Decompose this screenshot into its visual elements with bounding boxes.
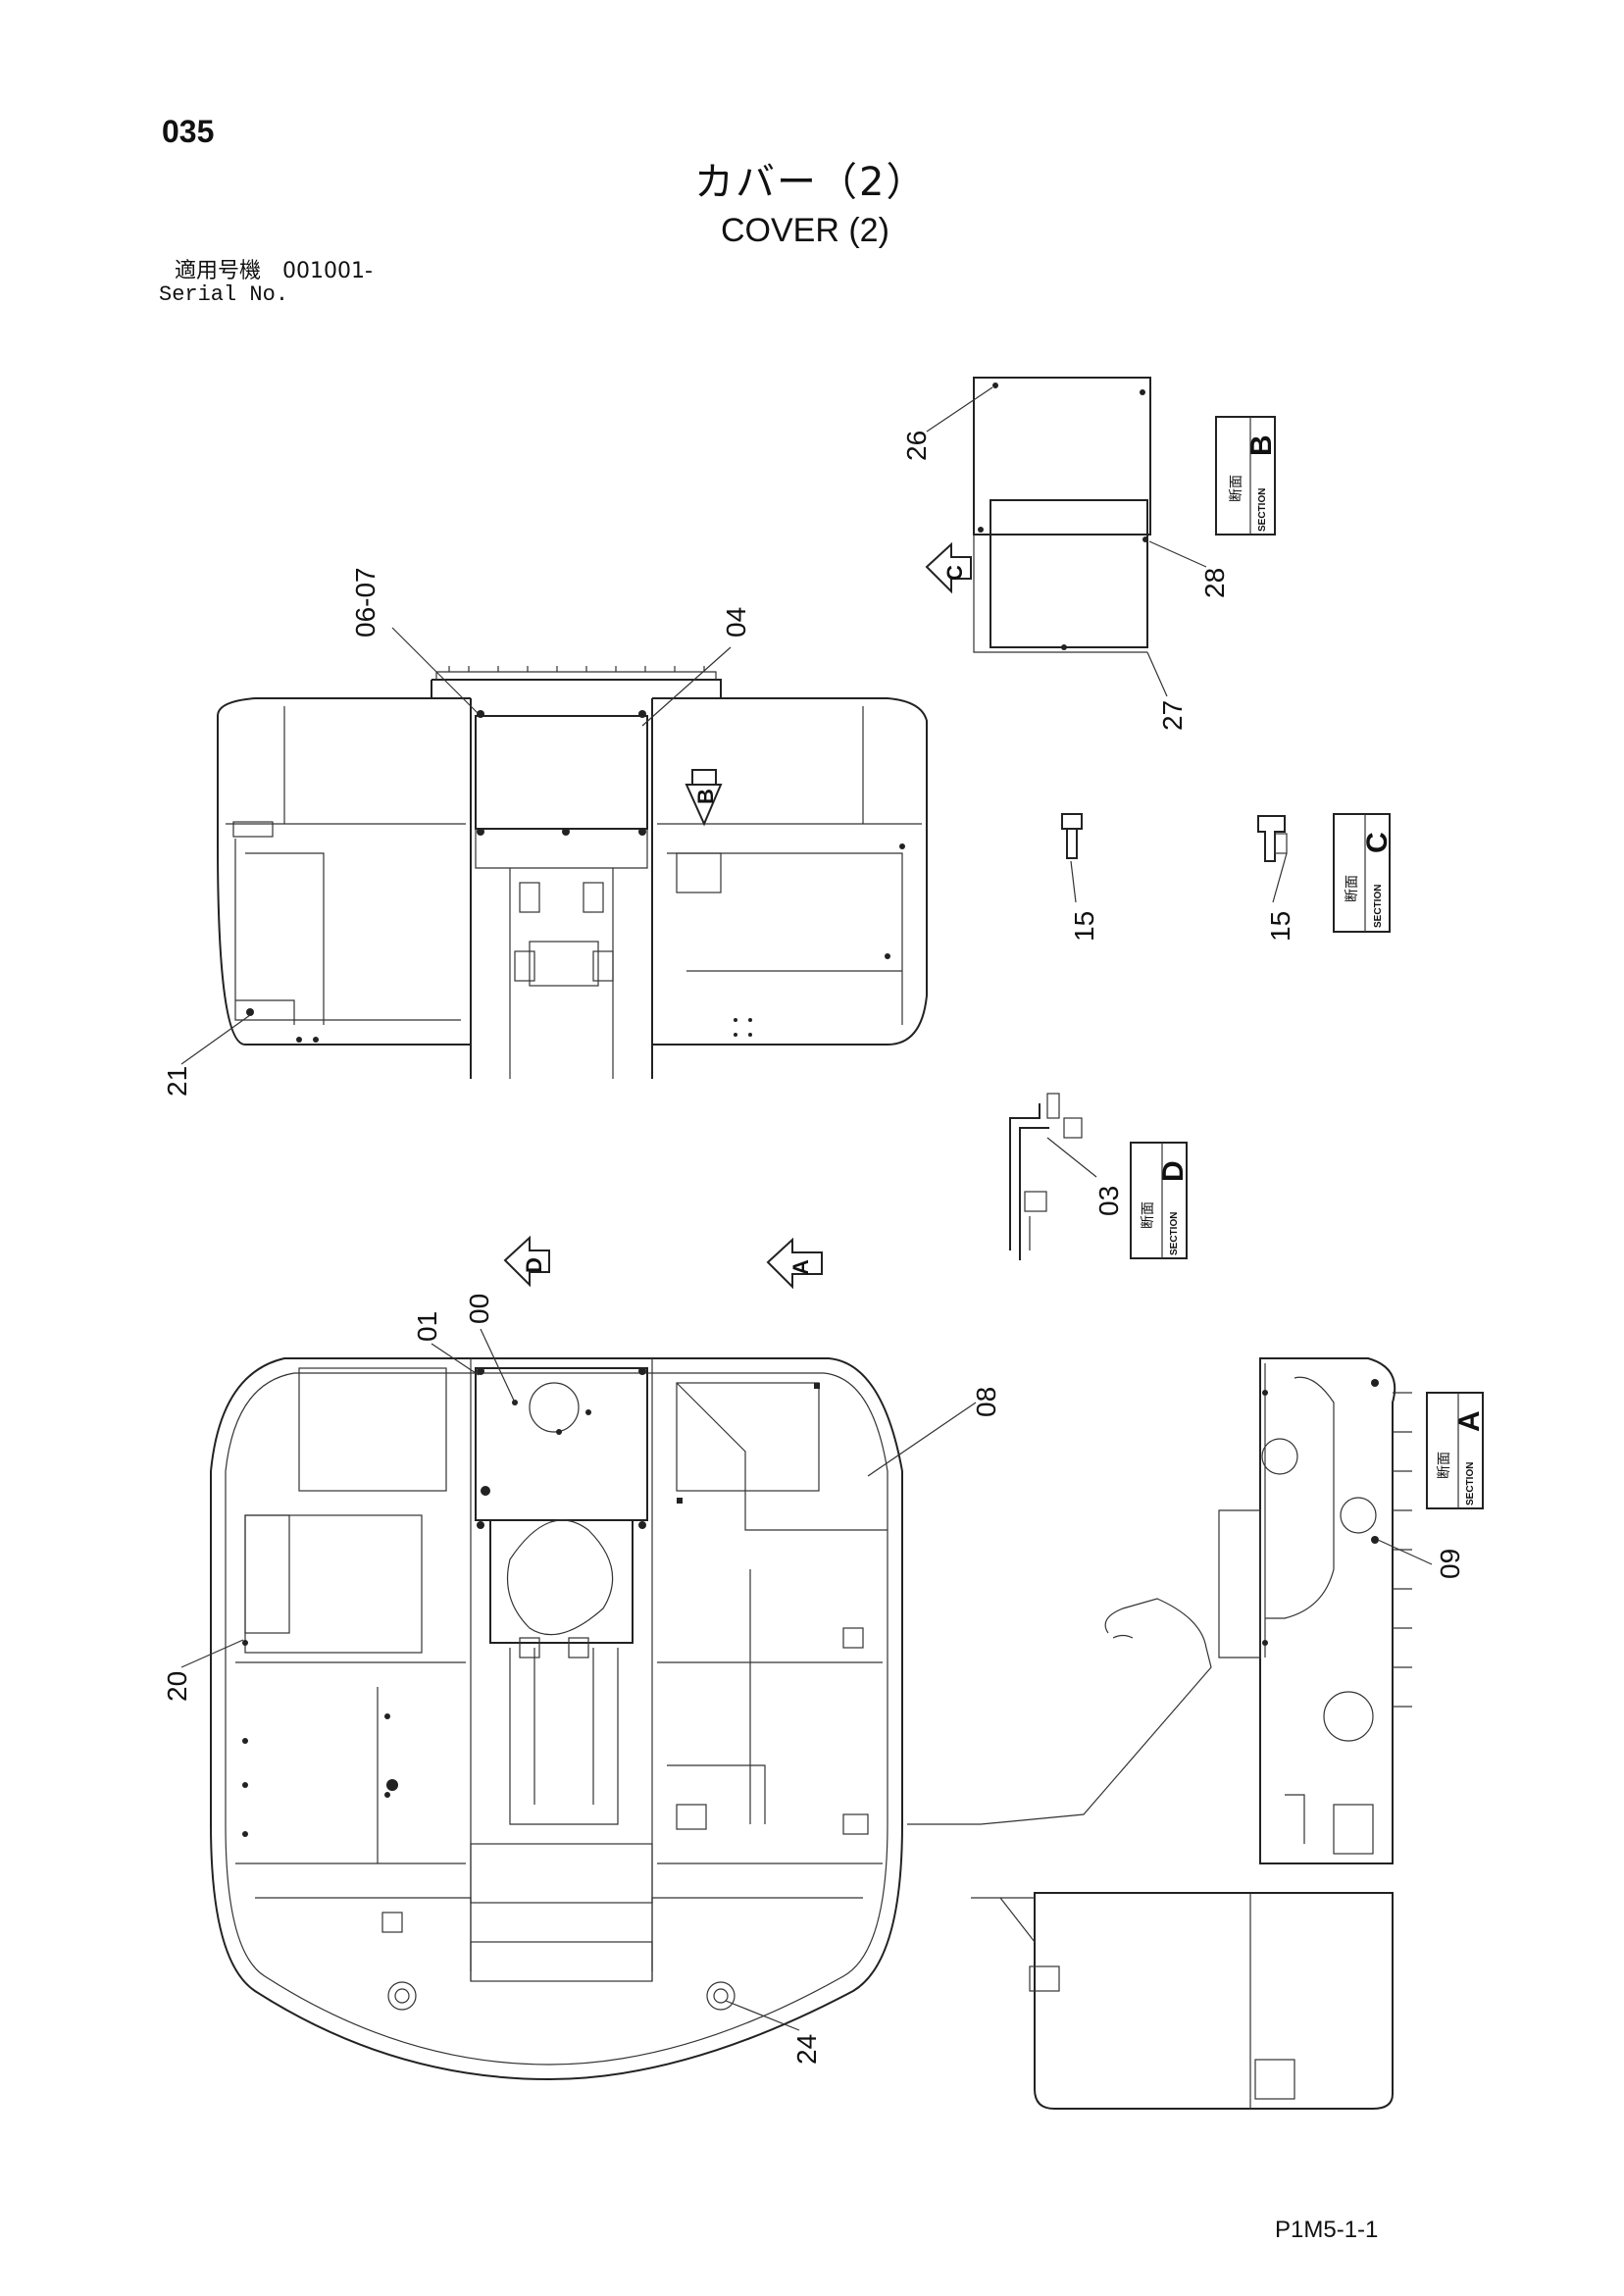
serial-label-english: Serial No. [159, 282, 289, 307]
svg-text:D: D [1157, 1160, 1190, 1182]
section-b-detail [973, 377, 1151, 653]
svg-text:00: 00 [464, 1294, 494, 1324]
title-english: COVER (2) [721, 212, 889, 249]
svg-text:A: A [1453, 1410, 1486, 1432]
svg-text:21: 21 [162, 1066, 192, 1097]
svg-text:断面: 断面 [1141, 1201, 1156, 1229]
svg-text:断面: 断面 [1437, 1452, 1452, 1479]
svg-text:SECTION: SECTION [1257, 488, 1268, 532]
svg-text:09: 09 [1435, 1549, 1465, 1579]
svg-text:15: 15 [1069, 911, 1099, 942]
svg-text:06-07: 06-07 [350, 567, 381, 638]
callout-00: 00 [464, 1294, 516, 1403]
svg-text:C: C [1361, 832, 1394, 853]
svg-text:SECTION: SECTION [1465, 1462, 1476, 1505]
callout-06-07: 06-07 [350, 567, 480, 715]
callout-20: 20 [162, 1639, 244, 1702]
callout-27: 27 [1146, 651, 1188, 731]
svg-text:断面: 断面 [1229, 475, 1244, 502]
callout-21: 21 [162, 1014, 251, 1097]
serial-label-japanese: 適用号機 001001- [175, 259, 373, 283]
section-label-b: 断面 SECTION B [1215, 416, 1278, 536]
svg-text:15: 15 [1265, 911, 1295, 942]
svg-text:B: B [693, 789, 718, 804]
section-d-detail [1009, 1093, 1083, 1260]
section-c-detail [1061, 813, 1288, 862]
view-arrow-d: D [503, 1235, 550, 1288]
svg-text:24: 24 [791, 2034, 822, 2065]
top-view-cover [217, 666, 928, 1079]
svg-text:03: 03 [1093, 1186, 1124, 1216]
document-code: P1M5-1-1 [1275, 2217, 1379, 2243]
svg-text:C: C [942, 565, 967, 581]
page-number: 035 [162, 114, 215, 149]
callout-08: 08 [867, 1387, 1001, 1477]
callout-24: 24 [725, 2000, 822, 2065]
svg-text:27: 27 [1157, 700, 1188, 731]
bottom-view-frame [210, 1357, 903, 2081]
section-label-c: 断面 SECTION C [1333, 813, 1394, 933]
svg-text:01: 01 [412, 1311, 442, 1342]
svg-text:04: 04 [721, 607, 751, 638]
callout-15-b: 15 [1265, 852, 1295, 942]
title-japanese: カバー（2） [694, 160, 928, 205]
svg-text:28: 28 [1199, 568, 1230, 598]
svg-text:断面: 断面 [1345, 875, 1360, 902]
svg-text:A: A [788, 1259, 813, 1275]
callout-28: 28 [1148, 540, 1230, 598]
svg-text:20: 20 [162, 1671, 192, 1702]
section-label-a: 断面 SECTION A [1426, 1392, 1486, 1509]
svg-text:26: 26 [901, 431, 932, 461]
svg-text:SECTION: SECTION [1169, 1212, 1180, 1255]
section-label-d: 断面 SECTION D [1130, 1142, 1190, 1259]
callout-01: 01 [412, 1311, 480, 1376]
svg-text:SECTION: SECTION [1373, 885, 1384, 928]
callout-15-a: 15 [1069, 860, 1099, 942]
section-a-detail [907, 1357, 1412, 2110]
callout-09: 09 [1377, 1539, 1465, 1579]
view-arrow-b: B [685, 769, 723, 827]
view-arrow-c: C [925, 541, 972, 594]
svg-text:D: D [522, 1257, 546, 1273]
callout-03: 03 [1046, 1137, 1124, 1216]
svg-text:08: 08 [971, 1387, 1001, 1417]
svg-text:B: B [1245, 434, 1278, 456]
callout-04: 04 [641, 607, 751, 727]
callout-26: 26 [901, 386, 993, 461]
view-arrow-a: A [766, 1237, 823, 1290]
